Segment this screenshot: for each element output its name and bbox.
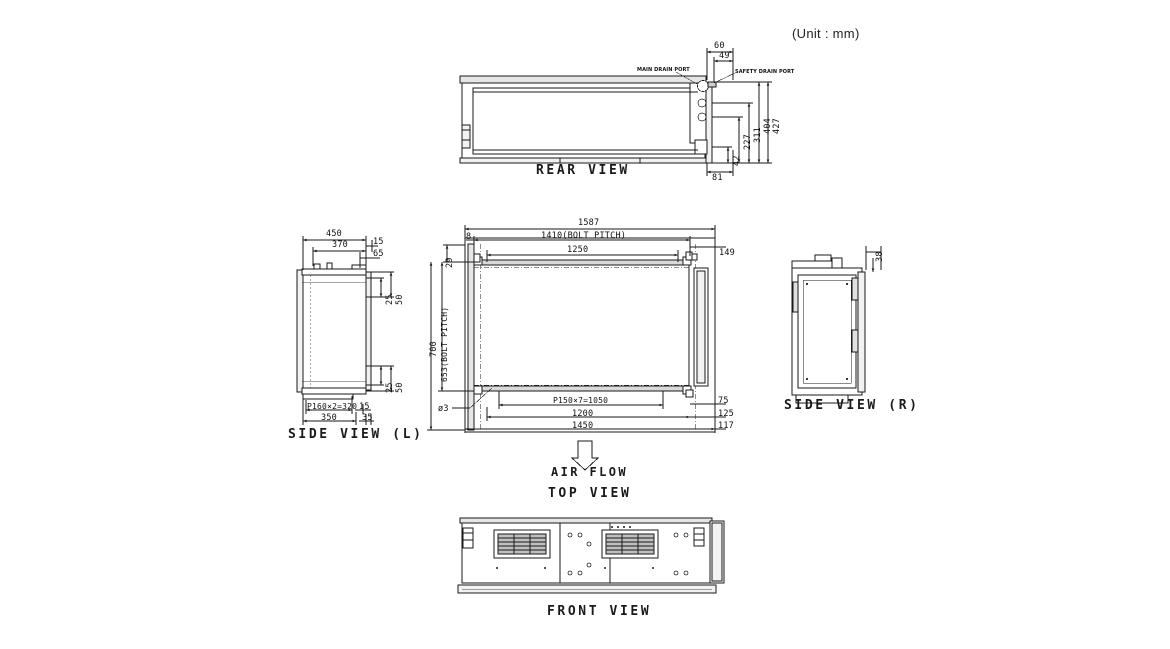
dim-sidel-15-bot: 15 — [359, 402, 370, 412]
dim-sidel-p160: P160×2=320 — [307, 402, 358, 411]
rear-view-geometry — [459, 75, 717, 164]
dim-sidel-15-top: 15 — [373, 237, 384, 247]
safety-drain-port-label: SAFETY DRAIN PORT — [735, 69, 795, 75]
side-view-right-dimensions — [865, 246, 882, 272]
dim-top-dia3: ø3 — [438, 404, 449, 414]
view-title-front: FRONT VIEW — [547, 604, 652, 619]
dim-top-8: 8 — [466, 232, 472, 242]
dim-sider-38: 38 — [875, 251, 885, 262]
dim-sidel-35: 35 — [362, 413, 373, 423]
dim-top-125: 125 — [718, 409, 734, 419]
dim-top-p150: P150×7=1050 — [553, 396, 609, 405]
main-drain-port-label: MAIN DRAIN PORT — [637, 67, 690, 73]
view-title-side-right: SIDE VIEW (R) — [784, 398, 920, 413]
side-view-left-geometry — [296, 262, 372, 400]
dim-top-75: 75 — [718, 396, 729, 406]
side-view-left-dimensions — [302, 236, 394, 425]
top-view-dimensions — [427, 225, 726, 433]
air-flow-arrow — [570, 440, 600, 471]
dim-top-1587: 1587 — [578, 218, 600, 228]
dim-sidel-25-bot: 25 — [385, 382, 395, 393]
dim-top-1450: 1450 — [572, 421, 594, 431]
dim-rear-427: 427 — [772, 118, 782, 134]
dim-sidel-370: 370 — [332, 240, 348, 250]
dim-sidel-50-top: 50 — [395, 294, 405, 305]
dim-sidel-50-bottom: 50 — [395, 382, 405, 393]
dim-sidel-450: 450 — [326, 229, 342, 239]
dim-top-1410: 1410(BOLT PITCH) — [541, 231, 627, 241]
dim-rear-49: 49 — [719, 51, 730, 61]
view-title-top: TOP VIEW — [548, 486, 632, 501]
dim-top-1250: 1250 — [567, 245, 589, 255]
dim-rear-404: 404 — [763, 118, 773, 134]
rear-view-dimensions — [675, 48, 772, 176]
top-view-geometry — [464, 237, 716, 433]
dim-top-1200: 1200 — [572, 409, 594, 419]
dim-rear-60: 60 — [714, 41, 725, 51]
air-flow-label: AIR FLOW — [551, 465, 628, 479]
view-title-rear: REAR VIEW — [536, 163, 630, 178]
dim-top-700: 700 — [429, 341, 439, 357]
dim-sidel-65: 65 — [373, 249, 384, 259]
dim-top-117: 117 — [718, 421, 734, 431]
view-title-side-left: SIDE VIEW (L) — [288, 427, 424, 442]
dim-top-653: 653(BOLT PITCH) — [440, 306, 449, 382]
front-view-geometry — [457, 517, 725, 594]
dim-rear-42: 42 — [732, 155, 742, 166]
unit-note: (Unit : mm) — [792, 26, 860, 41]
dim-rear-81: 81 — [712, 173, 723, 183]
dim-rear-227: 227 — [743, 134, 753, 150]
dim-top-29: 29 — [445, 257, 455, 268]
dim-top-149: 149 — [719, 248, 735, 258]
dim-sidel-25-top: 25 — [385, 294, 395, 305]
side-view-right-geometry — [791, 254, 866, 404]
dim-sidel-350: 350 — [321, 413, 337, 423]
dim-rear-311: 311 — [753, 127, 763, 143]
